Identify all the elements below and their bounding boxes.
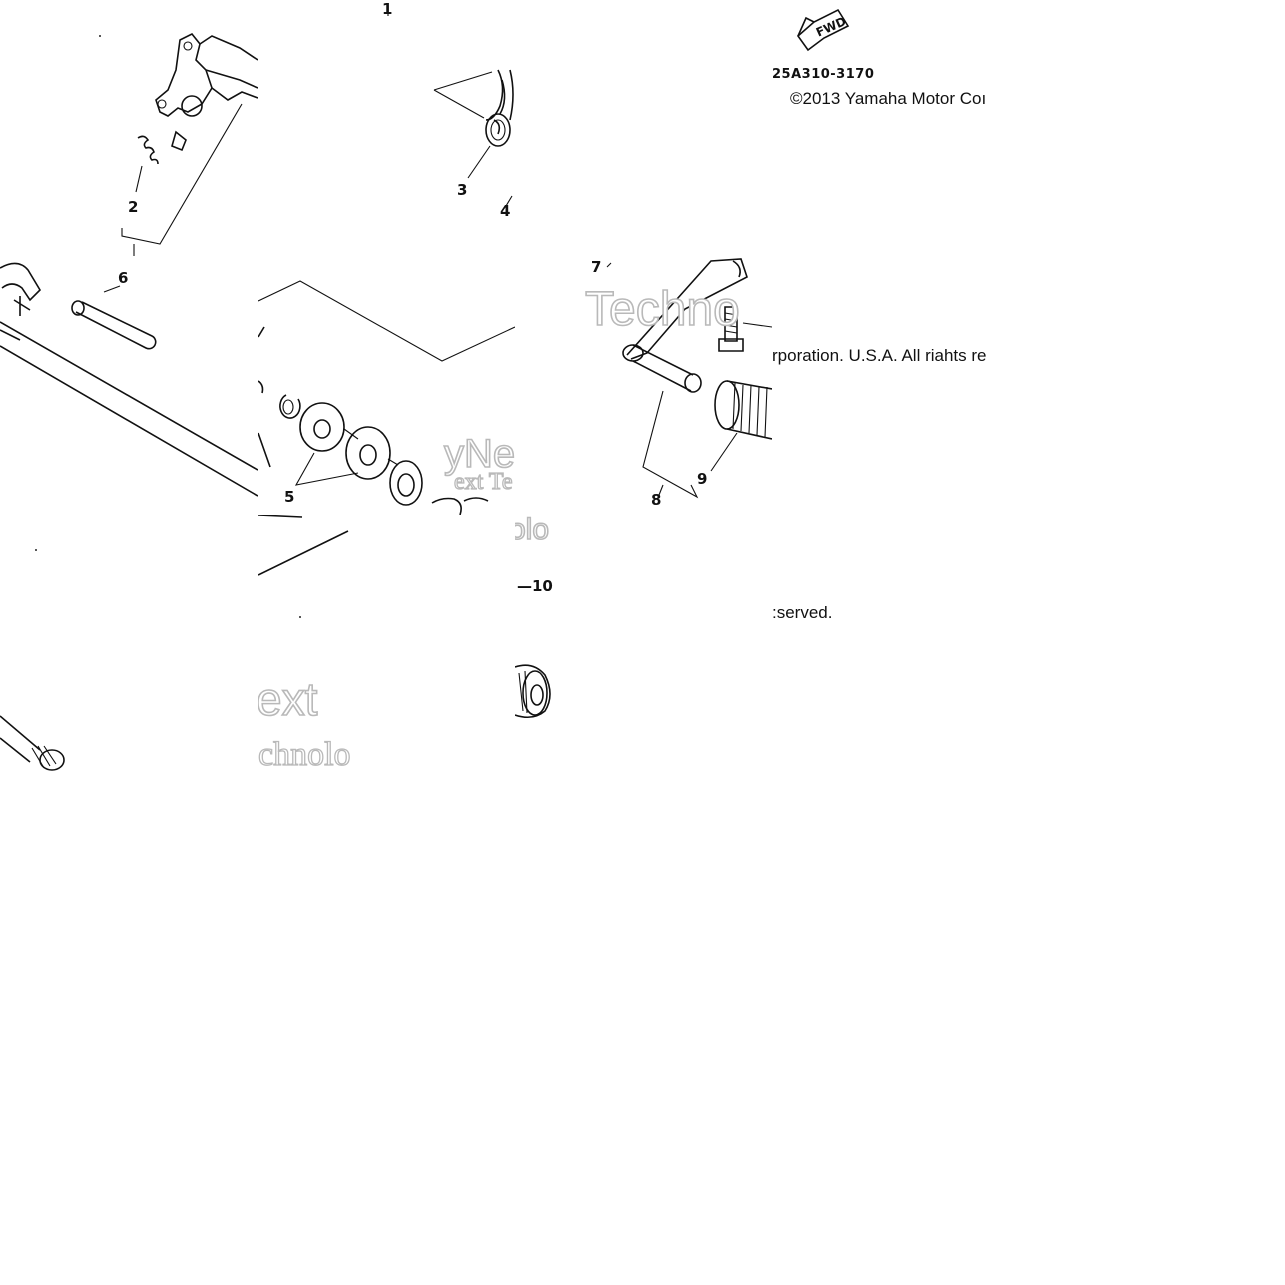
- callout-2: 2: [128, 198, 139, 216]
- diagram-tile-lower-shaft: ext chnolo: [258, 515, 515, 772]
- watermark-text-techno: Techno: [585, 283, 740, 336]
- diagram-tile-header: FWD 25A310-3170 ©2013 Yamaha Motor Coı: [772, 0, 1029, 257]
- copyright-line-2: rporation. U.S.A. All riahts re: [772, 346, 987, 365]
- watermark-text-ne: yNe: [444, 432, 515, 476]
- fwd-label: FWD: [814, 14, 848, 40]
- diagram-tile-shaft-end: olo —10: [515, 515, 772, 772]
- spring-clip-drawing: [387, 6, 514, 207]
- lower-shaft-drawing: ext chnolo: [258, 515, 351, 772]
- callout-6: 6: [118, 269, 129, 287]
- watermark-text-olo: olo: [515, 515, 549, 546]
- diagram-tile-shift-pedal: Techno 7 8 9: [515, 257, 772, 515]
- callout-1: 1: [382, 0, 393, 18]
- callout-7: 7: [591, 258, 602, 276]
- fwd-arrow-icon: FWD: [796, 8, 850, 52]
- watermark-text-serif: ext Te: [454, 469, 513, 495]
- callout-3: 3: [457, 181, 468, 199]
- callout-5: 5: [284, 488, 295, 506]
- diagram-tile-copyright-2: rporation. U.S.A. All riahts re: [772, 257, 1029, 515]
- copyright-line-1: ©2013 Yamaha Motor Coı: [790, 89, 987, 108]
- callout-8: 8: [651, 491, 662, 509]
- shift-pedal-drawing: Techno: [584, 258, 772, 499]
- callout-4: 4: [500, 202, 511, 220]
- diagram-tile-spring-clip: 1 3 4: [258, 0, 515, 257]
- washers-drawing: ext Te yNe: [258, 280, 515, 515]
- shift-shaft-drawing: [0, 32, 258, 771]
- diagram-tile-washers: ext Te yNe 5: [258, 257, 515, 515]
- watermark-text-ext: ext: [258, 673, 318, 725]
- diagram-tile-copyright-3: :served.: [772, 515, 1029, 772]
- part-code: 25A310-3170: [772, 67, 875, 82]
- callout-10: —10: [517, 577, 553, 595]
- watermark-text-chnolo: chnolo: [258, 736, 351, 772]
- shaft-end-drawing: olo: [515, 515, 551, 719]
- diagram-tile-shift-shaft: 2 6: [0, 0, 258, 772]
- callout-9: 9: [697, 470, 708, 488]
- copyright-line-3: :served.: [772, 603, 833, 622]
